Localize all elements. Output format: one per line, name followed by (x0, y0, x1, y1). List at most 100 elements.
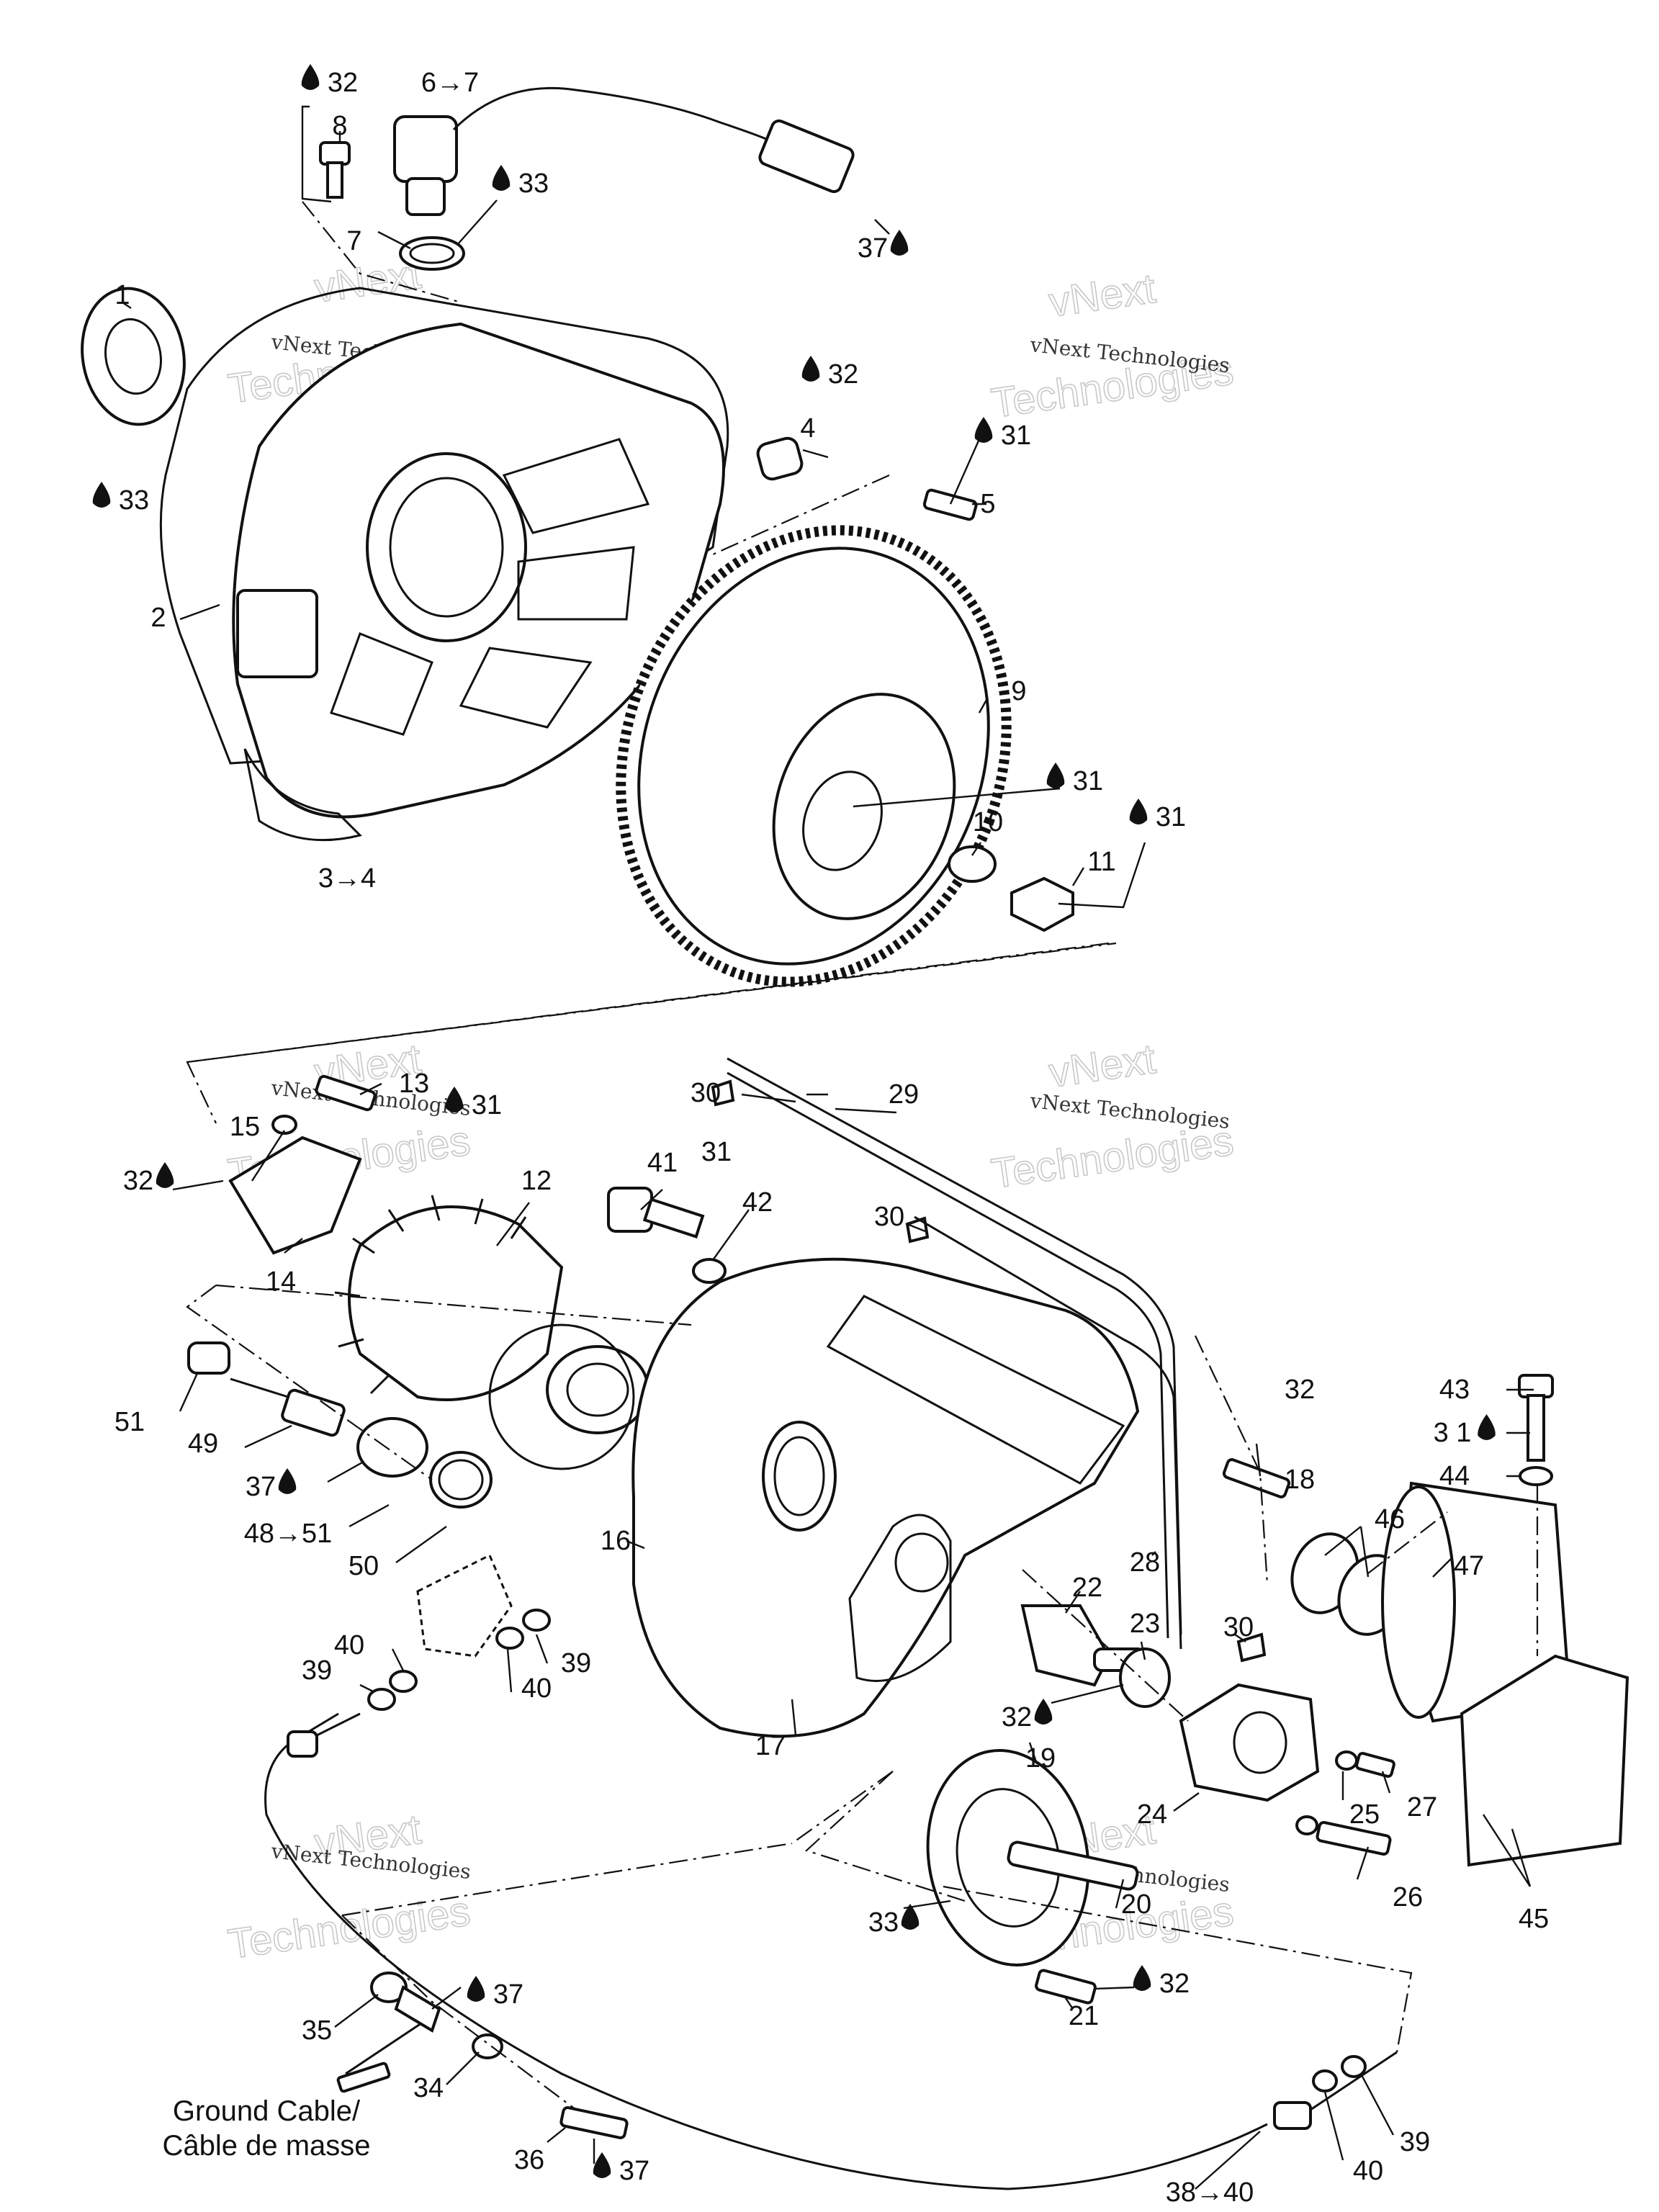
bolt-43-shank (1527, 1394, 1545, 1462)
callout-c44: 44 (1439, 1461, 1470, 1491)
callout-c67: 6→7 (421, 68, 479, 98)
bolt-27 (1355, 1752, 1395, 1778)
cover-rib (826, 1295, 1125, 1485)
callout-c19: 19 (1025, 1743, 1056, 1773)
callout-number: 32 (828, 359, 858, 390)
washer-42 (692, 1258, 727, 1284)
callout-number: 15 (230, 1112, 260, 1142)
callout-number: 49 (188, 1429, 218, 1459)
callout-number: 25 (1349, 1799, 1380, 1830)
callout-number: 33 (868, 1907, 899, 1938)
callout-number: 6→7 (421, 68, 479, 98)
callout-c32a: 32 (301, 64, 358, 98)
oil-seal-inner (104, 318, 162, 395)
callout-number: 32 (123, 1166, 153, 1196)
callout-c37d: 37 (593, 2152, 649, 2186)
washer-39c (1341, 2055, 1367, 2078)
svg-text:vNext: vNext (1046, 1035, 1159, 1097)
stator-cover-assembly (187, 1057, 1629, 2005)
callout-c34b: 3→4 (318, 863, 376, 894)
callout-c39c: 39 (1400, 2127, 1430, 2157)
callout-c39a: 39 (302, 1655, 332, 1686)
callout-number: 45 (1519, 1904, 1549, 1934)
star-washer-35 (370, 1972, 408, 2003)
callout-number: 20 (1121, 1889, 1151, 1920)
stator-poles (334, 1195, 527, 1395)
washer-25b (1295, 1815, 1318, 1835)
callout-c32f: 32 (1133, 1965, 1190, 1999)
callout-number: 31 (1001, 421, 1031, 451)
callout-c49: 49 (188, 1429, 218, 1459)
watermark-mid-right: vNext Technologies vNext Technologies (988, 1035, 1237, 1198)
callout-c31b: 31 (1046, 763, 1103, 796)
oil-drop-icon (301, 64, 320, 90)
washer-44 (1519, 1466, 1553, 1486)
washer-40c (1312, 2069, 1338, 2092)
rubber-stop-30a (711, 1079, 735, 1107)
oil-drop-icon (278, 1468, 297, 1494)
callout-c26: 26 (1393, 1882, 1423, 1912)
oil-drop-icon (1133, 1965, 1151, 1991)
callout-number: 39 (561, 1648, 591, 1678)
callout-c25: 25 (1349, 1799, 1380, 1830)
watermark-top-right: vNext Technologies vNext Technologies (988, 264, 1237, 428)
callout-c30b: 30 (874, 1202, 904, 1232)
callout-c7: 7 (346, 226, 361, 256)
callout-number: 31 (472, 1090, 502, 1120)
callout-c3840: 38→40 (1166, 2177, 1254, 2208)
flywheel-nut (1010, 876, 1074, 932)
callout-number: 37 (493, 1979, 523, 2010)
choke-bracket (416, 1553, 513, 1658)
bolt-21 (1035, 1969, 1097, 2005)
flywheel-center (802, 770, 883, 871)
callout-c32b: 32 (801, 356, 858, 390)
washer-34 (472, 2033, 503, 2059)
callout-c30c: 30 (1223, 1612, 1254, 1642)
callout-c12: 12 (521, 1166, 552, 1196)
callout-c1: 1 (114, 280, 130, 310)
oil-drop-icon (156, 1162, 174, 1188)
callout-number: 14 (266, 1267, 296, 1297)
callout-number: 9 (1011, 676, 1026, 706)
tube-29-outer (727, 1071, 1169, 1639)
callout-number: 37 (246, 1472, 276, 1502)
oil-drop-icon (92, 482, 111, 508)
stator-connector-inner (566, 1362, 629, 1417)
callout-c33a: 33 (492, 165, 549, 199)
callout-number: 36 (514, 2145, 544, 2175)
cover-bolt-41-shank (642, 1197, 705, 1238)
callout-number: 16 (601, 1526, 631, 1556)
callout-c28: 28 (1130, 1547, 1160, 1578)
flywheel-hub (772, 693, 956, 920)
bolt-26 (1316, 1821, 1392, 1856)
callout-c43: 43 (1439, 1375, 1470, 1405)
washer-25a (1335, 1750, 1358, 1771)
ground-cable-caption: Ground Cable/ Câble de masse (162, 2095, 370, 2162)
callout-c30a: 30 (691, 1078, 721, 1108)
callout-c21: 21 (1069, 2001, 1099, 2031)
flywheel-bolt (922, 488, 978, 521)
bolt-36 (559, 2106, 629, 2139)
assembly-lines (186, 201, 1539, 2110)
callout-number: 50 (349, 1551, 379, 1581)
callout-number: 5 (980, 489, 995, 519)
callout-number: 37 (858, 233, 888, 264)
callout-c10: 10 (973, 807, 1003, 837)
callout-c35: 35 (302, 2015, 332, 2046)
cover-starter-flange (848, 1514, 952, 1682)
callout-c40b: 40 (521, 1673, 552, 1704)
callout-number: 30 (1223, 1612, 1254, 1642)
callout-number: 39 (1400, 2127, 1430, 2157)
callout-number: 22 (1072, 1573, 1102, 1603)
callout-c36: 36 (514, 2145, 544, 2175)
cover-bolt-41-head (607, 1187, 653, 1233)
housing-ribs (330, 438, 650, 736)
callout-number: 21 (1069, 2001, 1099, 2031)
callout-number: 38→40 (1166, 2177, 1254, 2208)
stator-connector-detail (488, 1323, 635, 1470)
callout-c29: 29 (889, 1079, 919, 1110)
cover-bore-inner (773, 1436, 825, 1516)
cable-end-right (1310, 2051, 1398, 2111)
callout-c50: 50 (349, 1551, 379, 1581)
